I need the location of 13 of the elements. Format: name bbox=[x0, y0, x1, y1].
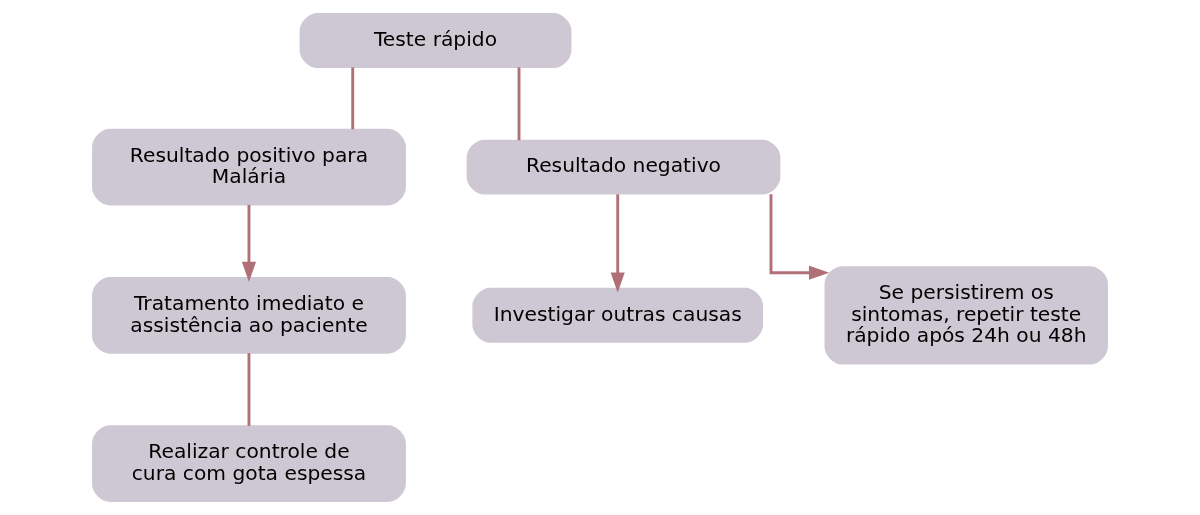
node-box: Se persistirem os sintomas, repetir teste rápido após 24h ou 48h bbox=[824, 266, 1108, 365]
node-box: Resultado negativo bbox=[466, 139, 781, 195]
connector bbox=[517, 67, 521, 141]
node-box: Teste rápido bbox=[299, 13, 572, 69]
node-box: Investigar outras causas bbox=[472, 287, 764, 343]
node-box: Tratamento imediato e assistência ao paciente bbox=[92, 277, 406, 354]
arrow bbox=[610, 194, 625, 293]
arrow bbox=[769, 194, 830, 280]
arrow bbox=[241, 204, 257, 282]
node-box: Realizar controle de cura com gota espessa bbox=[92, 425, 406, 502]
connector bbox=[247, 353, 251, 426]
node-box: Resultado positivo para Malária bbox=[92, 128, 406, 206]
connector bbox=[351, 67, 355, 130]
